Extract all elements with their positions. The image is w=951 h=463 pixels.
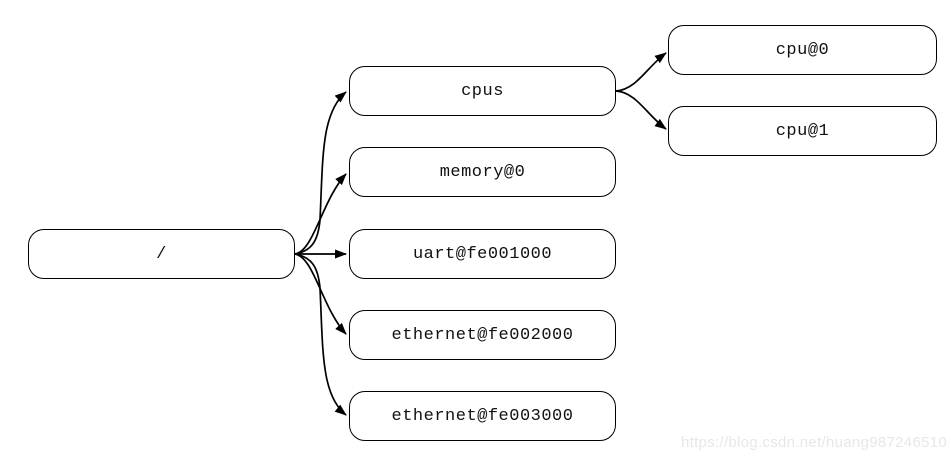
node-memory-label: memory@0: [439, 162, 526, 182]
node-cpu0: cpu@0: [668, 25, 937, 75]
node-ethernet-fe003000-label: ethernet@fe003000: [391, 406, 574, 426]
node-cpu1: cpu@1: [668, 106, 937, 156]
node-root: /: [28, 229, 295, 279]
edge-root-to-ethernet2: [294, 253, 347, 335]
node-cpu1-label: cpu@1: [775, 121, 830, 141]
node-ethernet-fe003000: ethernet@fe003000: [349, 391, 616, 441]
edge-root-to-ethernet3: [294, 253, 347, 416]
node-uart: uart@fe001000: [349, 229, 616, 279]
edge-cpus-to-cpu1: [615, 90, 667, 130]
watermark: https://blog.csdn.net/huang987246510: [680, 434, 947, 451]
edge-cpus-to-cpu0: [615, 52, 667, 92]
node-root-label: /: [156, 244, 167, 264]
node-ethernet-fe002000: ethernet@fe002000: [349, 310, 616, 360]
node-uart-label: uart@fe001000: [412, 244, 553, 264]
node-memory: memory@0: [349, 147, 616, 197]
node-cpus-label: cpus: [461, 81, 504, 101]
edge-root-to-memory: [294, 173, 347, 255]
edge-root-to-cpus: [294, 91, 347, 255]
node-ethernet-fe002000-label: ethernet@fe002000: [391, 325, 574, 345]
node-cpu0-label: cpu@0: [775, 40, 830, 60]
node-cpus: cpus: [349, 66, 616, 116]
